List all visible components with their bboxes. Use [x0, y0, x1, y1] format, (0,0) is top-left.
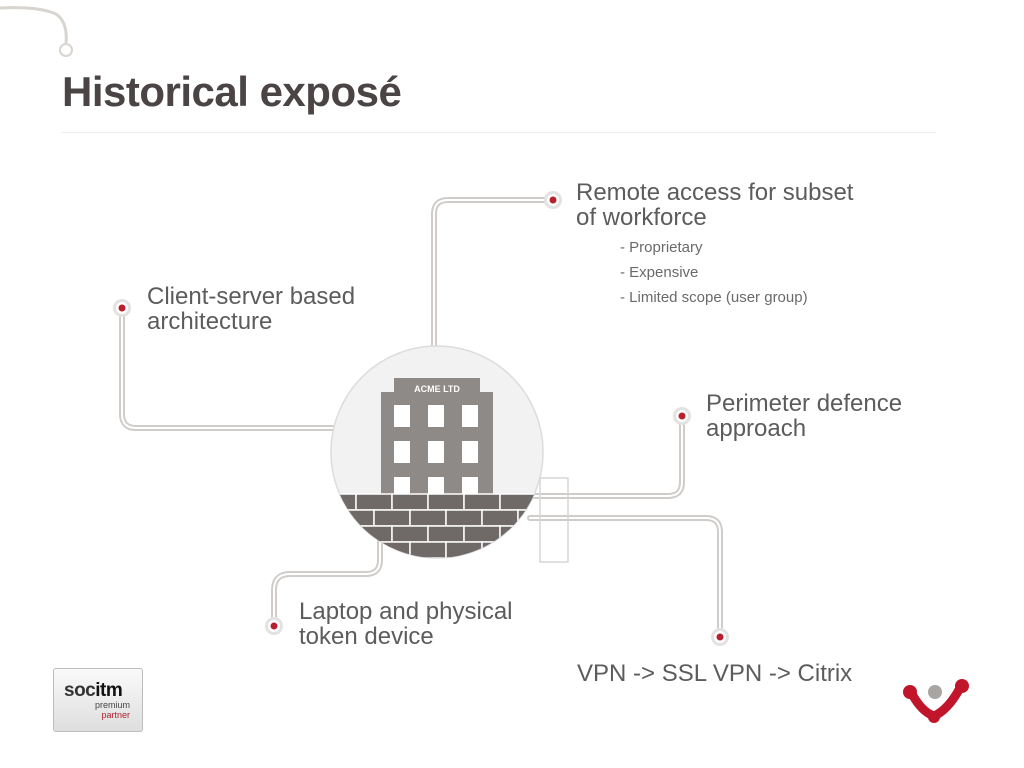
callout-client-server: Client-server based architecture [147, 284, 355, 334]
node-client-server [113, 299, 131, 317]
node-laptop [265, 617, 283, 635]
partner-logo-line2: partner [101, 710, 130, 720]
callout-perimeter: Perimeter defence approach [706, 391, 902, 441]
callout-line: VPN -> SSL VPN -> Citrix [577, 660, 853, 687]
partner-logo-name-b: itm [95, 680, 123, 701]
partner-logo-name-a: soc [64, 680, 96, 701]
callout-laptop: Laptop and physical token device [299, 599, 513, 649]
title-divider [62, 132, 936, 133]
connector-vpn [527, 515, 723, 637]
bullet-item: - Expensive [620, 264, 699, 281]
building-icon [381, 378, 493, 502]
node-vpn [711, 628, 729, 646]
bullet-item: - Limited scope (user group) [620, 289, 808, 306]
building-label: ACME LTD [414, 384, 460, 394]
callout-line: approach [706, 415, 807, 442]
callout-line: of workforce [576, 204, 707, 231]
callout-line: token device [299, 623, 434, 650]
partner-logo-line1: premium [94, 700, 130, 710]
bullet-item: - Proprietary [620, 239, 703, 256]
callout-line: Laptop and physical [299, 598, 513, 625]
callout-line: Perimeter defence [706, 390, 903, 417]
corner-curl-end [59, 43, 73, 57]
perimeter-gate [539, 477, 569, 563]
page-title: Historical exposé [62, 68, 402, 115]
callout-remote-access: Remote access for subset of workforce [576, 180, 853, 230]
node-remote-access [544, 191, 562, 209]
callout-line: Client-server based [147, 283, 356, 310]
connector-remote-access [431, 197, 551, 355]
node-dots [113, 191, 729, 646]
callout-line: Remote access for subset [576, 179, 854, 206]
brand-logo-icon [903, 679, 969, 723]
node-perimeter [673, 407, 691, 425]
partner-logo-subtitle: premium partner [80, 700, 130, 720]
partner-logo-name: socitm [64, 680, 123, 702]
remote-access-bullets: - Proprietary - Expensive - Limited scop… [620, 235, 808, 310]
callout-line: architecture [147, 308, 273, 335]
partner-logo [53, 668, 143, 732]
brick-wall-icon [331, 493, 543, 558]
connector-perimeter [527, 413, 685, 499]
callout-vpn: VPN -> SSL VPN -> Citrix [577, 661, 852, 686]
corner-curl-icon [0, 6, 68, 45]
